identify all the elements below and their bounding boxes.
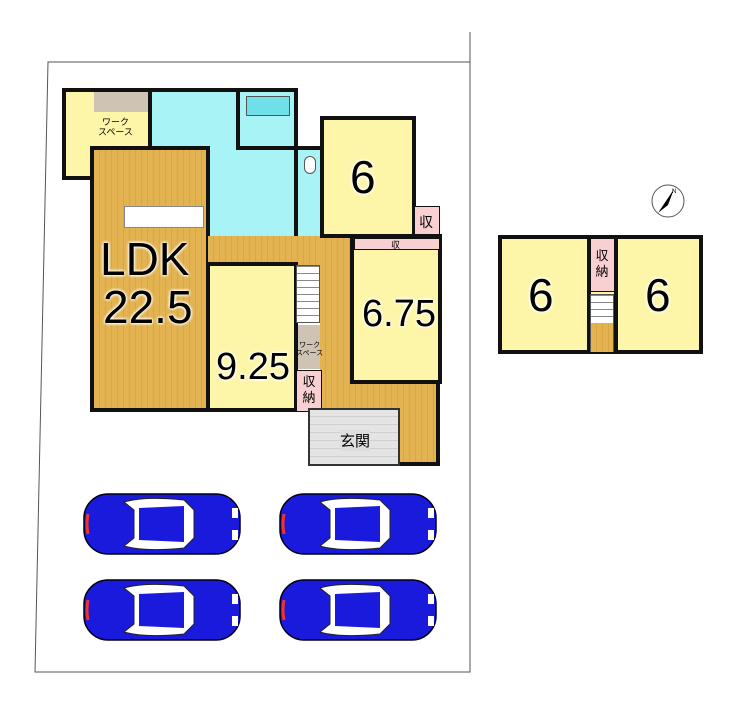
entrance xyxy=(308,408,400,466)
storage-2f xyxy=(590,238,616,292)
stairs-1f xyxy=(296,265,320,323)
room-925-label: 9.25 xyxy=(216,346,290,388)
room-6-1f-label: 6 xyxy=(350,151,376,203)
ldk-size: 22.5 xyxy=(103,281,193,333)
entrance-label: 玄関 xyxy=(340,430,371,451)
storage-2f-label: 収納 xyxy=(595,248,609,279)
work-space-2 xyxy=(298,325,320,369)
car-1 xyxy=(82,492,242,556)
closet-2 xyxy=(354,238,440,250)
work-space-1-label: ワーク スペース xyxy=(98,117,133,137)
bathroom xyxy=(236,88,298,150)
room-925 xyxy=(206,262,298,412)
room-675-label: 6.75 xyxy=(362,293,436,335)
room-6-2f-left-label: 6 xyxy=(528,269,554,321)
ldk-label: LDK xyxy=(100,233,190,285)
compass-n: N xyxy=(672,189,676,195)
closet-1 xyxy=(414,206,440,236)
storage-1f-label: 収納 xyxy=(302,374,316,405)
room-675 xyxy=(350,234,442,384)
closet-2-label: 収 xyxy=(391,240,401,250)
closet-1-label: 収 xyxy=(419,214,433,230)
storage-1f xyxy=(296,370,322,412)
car-2 xyxy=(278,492,438,556)
kitchen-counter xyxy=(124,206,204,228)
compass-icon: N xyxy=(651,184,685,218)
work-space-2-label: ワーク スペース xyxy=(296,342,324,357)
room-6-2f-right-label: 6 xyxy=(645,269,671,321)
car-4 xyxy=(278,578,438,642)
car-3 xyxy=(82,578,242,642)
